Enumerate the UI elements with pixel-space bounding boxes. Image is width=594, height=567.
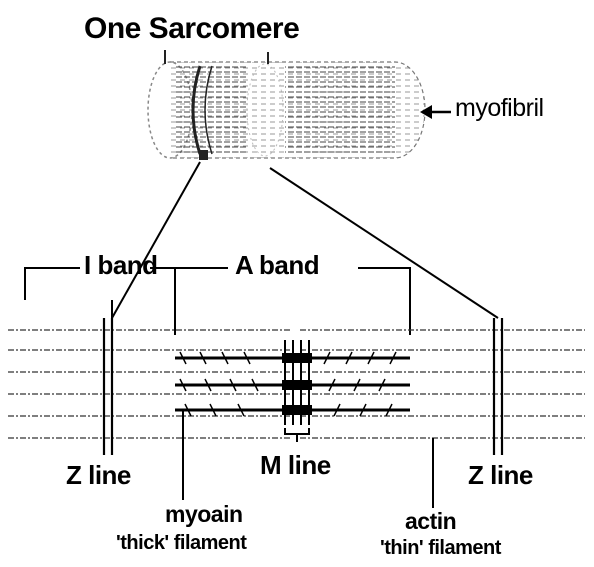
z-line-right	[494, 318, 502, 455]
z-line-left-label: Z line	[66, 462, 131, 488]
myosin-description: 'thick' filament	[116, 533, 246, 553]
page-title: One Sarcomere	[84, 14, 299, 44]
a-band-label: A band	[235, 252, 319, 278]
i-band-label: I band	[84, 252, 158, 278]
myofibril-label: myofibril	[455, 96, 544, 121]
z-line-right-label: Z line	[468, 462, 533, 488]
m-line	[283, 340, 311, 442]
zoom-line-right	[270, 168, 498, 318]
actin-label: actin	[405, 510, 456, 533]
myosin-label: myoain	[165, 503, 243, 526]
m-line-label: M line	[260, 452, 331, 478]
zoom-line-left	[112, 162, 200, 318]
z-line-left	[104, 318, 112, 455]
myofibril-cylinder	[148, 50, 425, 160]
actin-description: 'thin' filament	[380, 538, 501, 558]
